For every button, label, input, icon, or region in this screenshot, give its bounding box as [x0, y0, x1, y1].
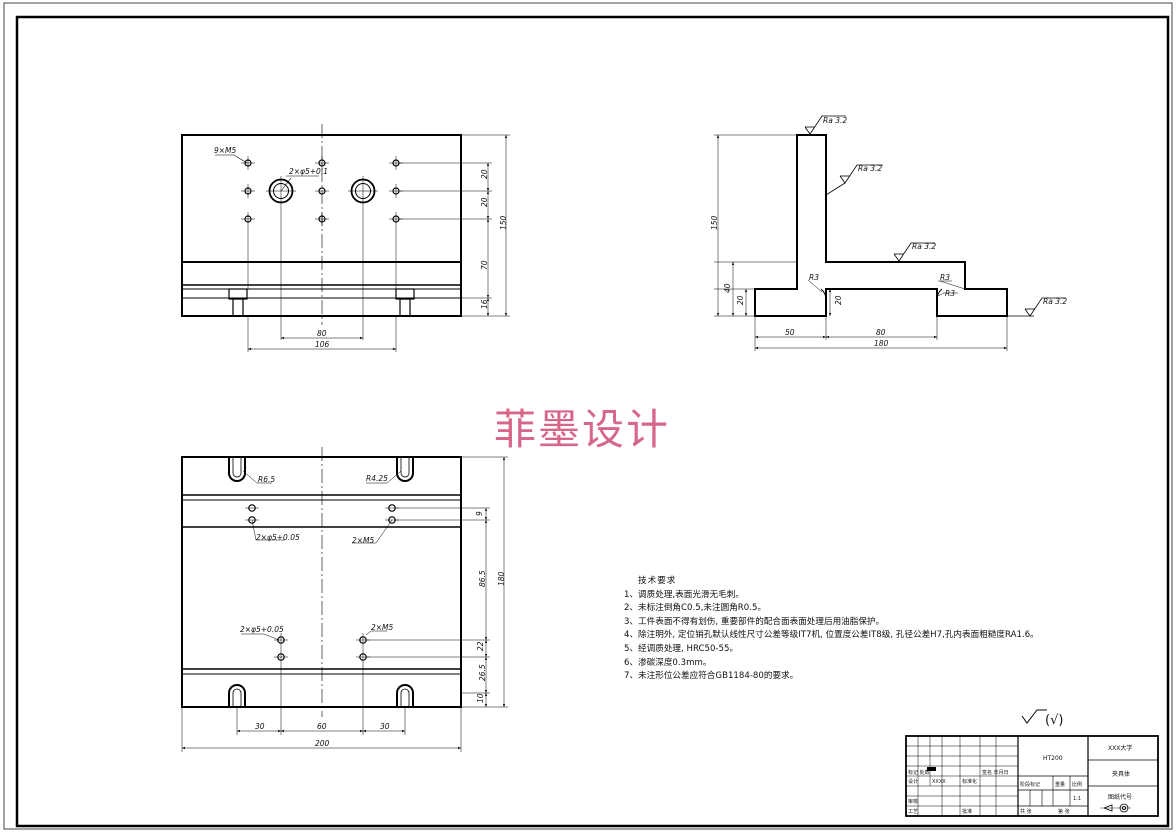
outer-frame	[3, 2, 1173, 830]
ra-middle: Ra 3.2	[912, 242, 936, 251]
tb-scale-label: 比例	[1072, 781, 1082, 788]
dim-top-r425: R4.25	[366, 474, 388, 483]
tb-mark-row: 标记 处数	[908, 769, 930, 776]
tb-approve-label: 批准	[962, 808, 972, 815]
dim-front-v150: 150	[499, 215, 508, 230]
dim-holes-top: 9×M5	[214, 146, 237, 155]
tb-std: 标准化	[962, 778, 977, 785]
dim-side-r3c: R3	[945, 289, 955, 298]
tb-drawing-no: 图纸代号	[1108, 793, 1132, 801]
dim-side-v40: 40	[723, 283, 732, 293]
ra-top: Ra 3.2	[823, 116, 847, 125]
dim-top-h30a: 30	[255, 722, 265, 731]
roughness-paren: (√)	[1045, 713, 1063, 728]
side-view-dims: Ra 3.2 Ra 3.2 Ra 3.2 Ra 3.2 150 40 20 20…	[710, 116, 1067, 348]
tb-weight-label: 重量	[1055, 781, 1065, 788]
dim-top-h200: 200	[315, 739, 330, 748]
side-view	[714, 115, 1066, 351]
title-block	[905, 735, 1159, 817]
dim-top-h60: 60	[317, 722, 327, 731]
dim-top-m5-upper: 2×M5	[352, 536, 375, 545]
dim-front-h80: 80	[317, 329, 327, 338]
tech-req-title: 技术要求	[638, 576, 677, 586]
tb-designer: XXXX	[932, 779, 946, 785]
dim-front-v70: 70	[480, 260, 489, 270]
tb-part-name: 夹具体	[1112, 770, 1130, 778]
dim-top-pin-lower: 2×φ5+0.05	[240, 625, 284, 634]
front-view	[181, 124, 510, 352]
dim-front-v16: 16	[480, 299, 489, 309]
dim-front-v20a: 20	[480, 169, 489, 179]
top-view-dims: R6.5 R4.25 2×φ5+0.05 2×M5 2×φ5+0.05 2×M5…	[240, 474, 506, 748]
watermark: 菲墨设计	[494, 405, 671, 454]
general-roughness: (√)	[1021, 709, 1063, 728]
dim-top-v865: 86.5	[478, 570, 487, 587]
tb-sheets-left: 共 张	[1020, 808, 1032, 815]
tech-req-item-4: 4、除注明外, 定位销孔默认线性尺寸公差等级IT7机, 位置度公差IT8级, 孔…	[624, 630, 1039, 641]
dim-top-v9: 9	[475, 511, 484, 516]
front-view-dims: 9×M5 2×φ5+0.1 20 20 70 16 150 80 106	[214, 146, 508, 349]
dim-side-v20b: 20	[834, 295, 843, 305]
tb-scale: 1:1	[1073, 796, 1081, 802]
dim-front-v20b: 20	[480, 197, 489, 207]
tb-design-label: 设计	[908, 778, 918, 785]
tech-req-item-3: 3、工件表面不得有划伤, 重要部件的配合面表面处理后用油脂保护。	[624, 616, 885, 627]
inner-frame	[15, 15, 1170, 828]
tech-req-item-2: 2、未标注倒角C0.5,未注圆角R0.5。	[624, 603, 767, 614]
tb-stage-label: 阶段标记	[1020, 781, 1040, 788]
tb-material: HT200	[1043, 755, 1063, 762]
dim-top-h30b: 30	[380, 722, 390, 731]
dim-top-v10: 10	[476, 693, 485, 703]
dim-top-v22: 22	[476, 641, 485, 651]
dim-top-m5-lower: 2×M5	[371, 623, 394, 632]
tb-review-label: 审核	[908, 798, 918, 805]
dim-side-v150: 150	[710, 215, 719, 230]
dim-side-h180: 180	[874, 339, 889, 348]
dim-top-v180: 180	[497, 571, 506, 586]
dim-front-h106: 106	[315, 340, 330, 349]
ra-side: Ra 3.2	[858, 164, 882, 173]
dim-side-h80: 80	[876, 328, 886, 337]
dim-holes-pin: 2×φ5+0.1	[289, 167, 328, 176]
title-block-text: HT200 XXX大学 夹具体 图纸代号 标记 处数 签名 年月日 设计 XXX…	[908, 744, 1132, 815]
tech-req-item-5: 5、经调质处理, HRC50-55。	[624, 643, 739, 654]
tb-process-label: 工艺	[908, 809, 918, 815]
dim-side-h50: 50	[785, 328, 795, 337]
tb-sign-row: 签名 年月日	[982, 769, 1009, 776]
dim-top-pin-upper: 2×φ5+0.05	[256, 533, 300, 542]
tech-req-item-6: 6、渗碳深度0.3mm。	[624, 657, 712, 668]
ra-right: Ra 3.2	[1043, 297, 1067, 306]
top-view	[181, 447, 508, 752]
dim-top-v265: 26.5	[478, 664, 487, 681]
tb-school: XXX大学	[1108, 744, 1132, 752]
dim-side-v20: 20	[736, 295, 745, 305]
dim-top-r65: R6.5	[258, 475, 275, 484]
tech-req-item-7: 7、未注形位公差应符合GB1184-80的要求。	[624, 671, 799, 682]
dim-side-r3a: R3	[809, 273, 819, 282]
tb-sheets-right: 第 张	[1058, 808, 1070, 815]
technical-requirements: 技术要求 1、调质处理,表面光滑无毛刺。 2、未标注倒角C0.5,未注圆角R0.…	[624, 575, 1144, 684]
dim-side-r3b: R3	[940, 273, 950, 282]
tech-req-item-1: 1、调质处理,表面光滑无毛刺。	[624, 589, 744, 600]
